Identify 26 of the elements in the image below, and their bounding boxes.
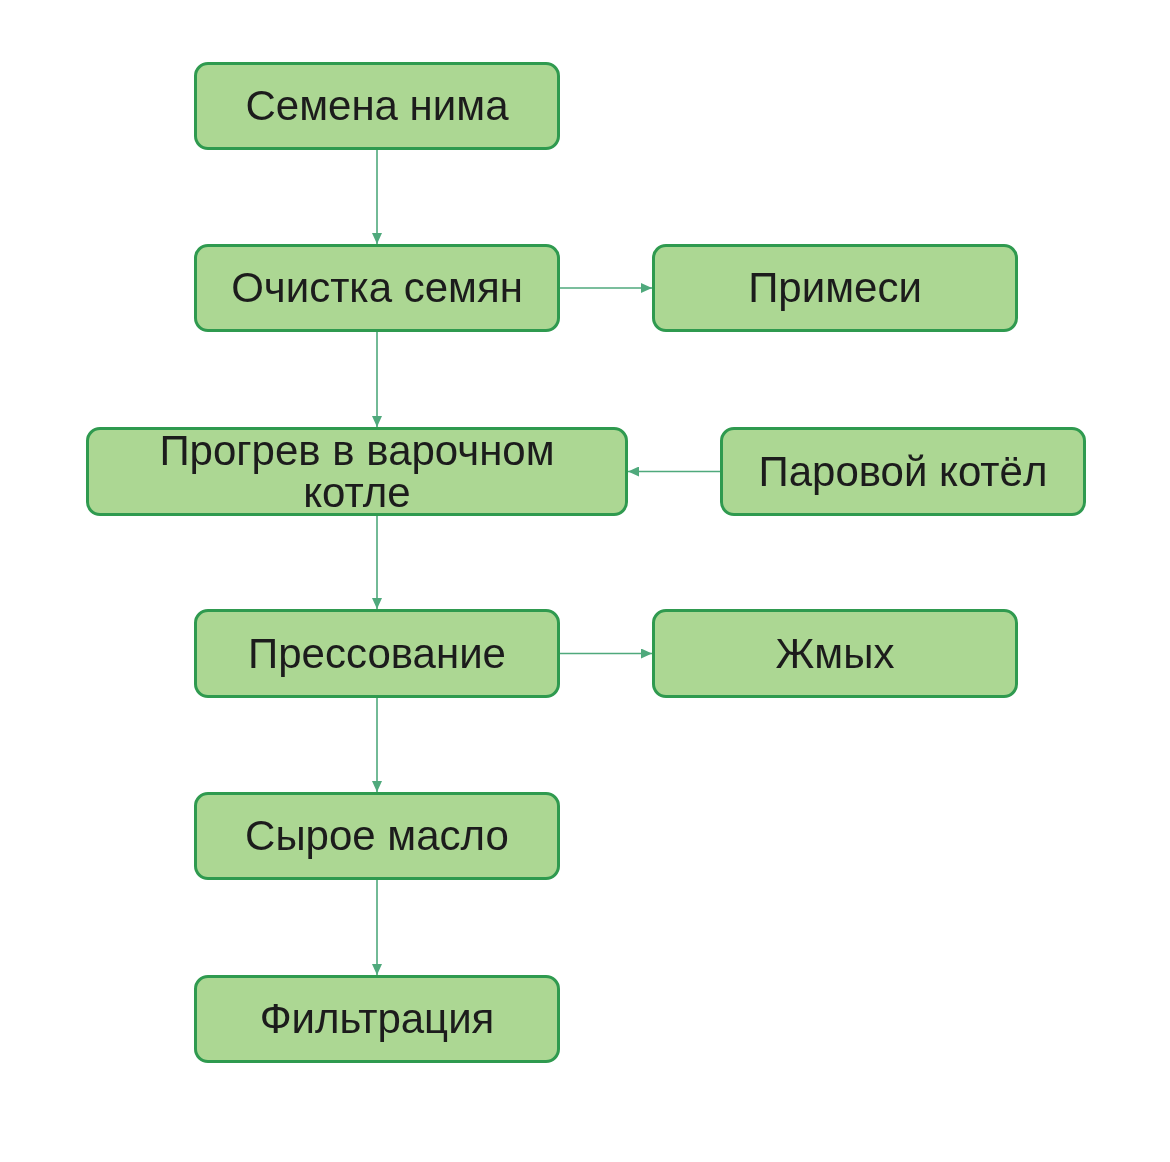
process-box <box>194 244 560 332</box>
flow-arrow <box>559 648 653 659</box>
process-box <box>720 427 1086 516</box>
step-label: Фильтрация <box>259 998 495 1040</box>
step-label: Прессование <box>248 632 506 675</box>
process-box <box>194 609 560 698</box>
flow-arrow <box>372 697 382 793</box>
flow-arrow <box>627 466 721 477</box>
flow-arrow <box>372 331 382 428</box>
flow-arrow <box>372 515 382 610</box>
step-label: Жмых <box>775 632 895 675</box>
flow-arrow <box>372 149 382 245</box>
step-label: Очистка семян <box>231 267 523 309</box>
process-box <box>194 975 560 1063</box>
step-label: Семена нима <box>245 85 509 127</box>
step-label: Примеси <box>748 267 922 309</box>
process-box <box>194 792 560 880</box>
step-label: Сырое масло <box>245 815 509 857</box>
flow-arrow <box>372 879 382 976</box>
step-label: Паровой котёл <box>758 450 1048 493</box>
process-box <box>652 244 1018 332</box>
process-box <box>194 62 560 150</box>
process-box <box>652 609 1018 698</box>
flow-arrow <box>559 283 653 293</box>
process-box <box>86 427 628 516</box>
step-label: Прогрев в варочном котле <box>159 429 555 514</box>
